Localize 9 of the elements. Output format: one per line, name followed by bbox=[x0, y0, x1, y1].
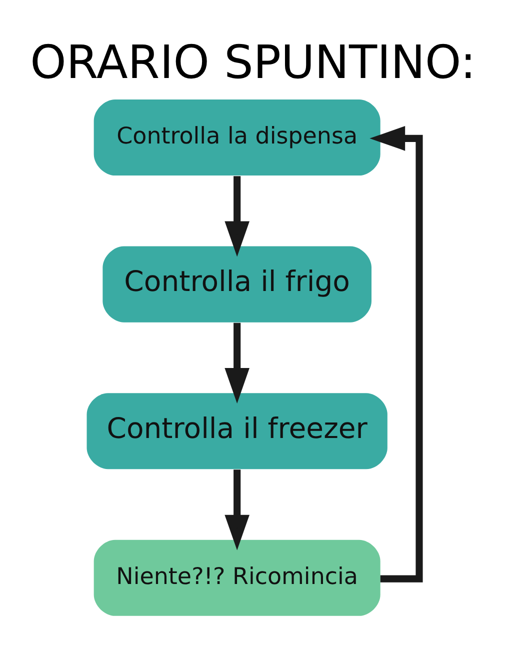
diagram-title: ORARIO SPUNTINO: bbox=[30, 34, 476, 89]
node-box: Controlla la dispensa bbox=[94, 100, 380, 176]
node-box: Controlla il frigo bbox=[102, 246, 372, 322]
arrow bbox=[224, 176, 250, 257]
node-box: Niente?!? Ricomincia bbox=[94, 540, 380, 616]
arrow bbox=[224, 322, 250, 404]
arrow bbox=[370, 126, 423, 582]
node-box: Controlla il freezer bbox=[86, 393, 388, 470]
arrow bbox=[224, 470, 250, 550]
